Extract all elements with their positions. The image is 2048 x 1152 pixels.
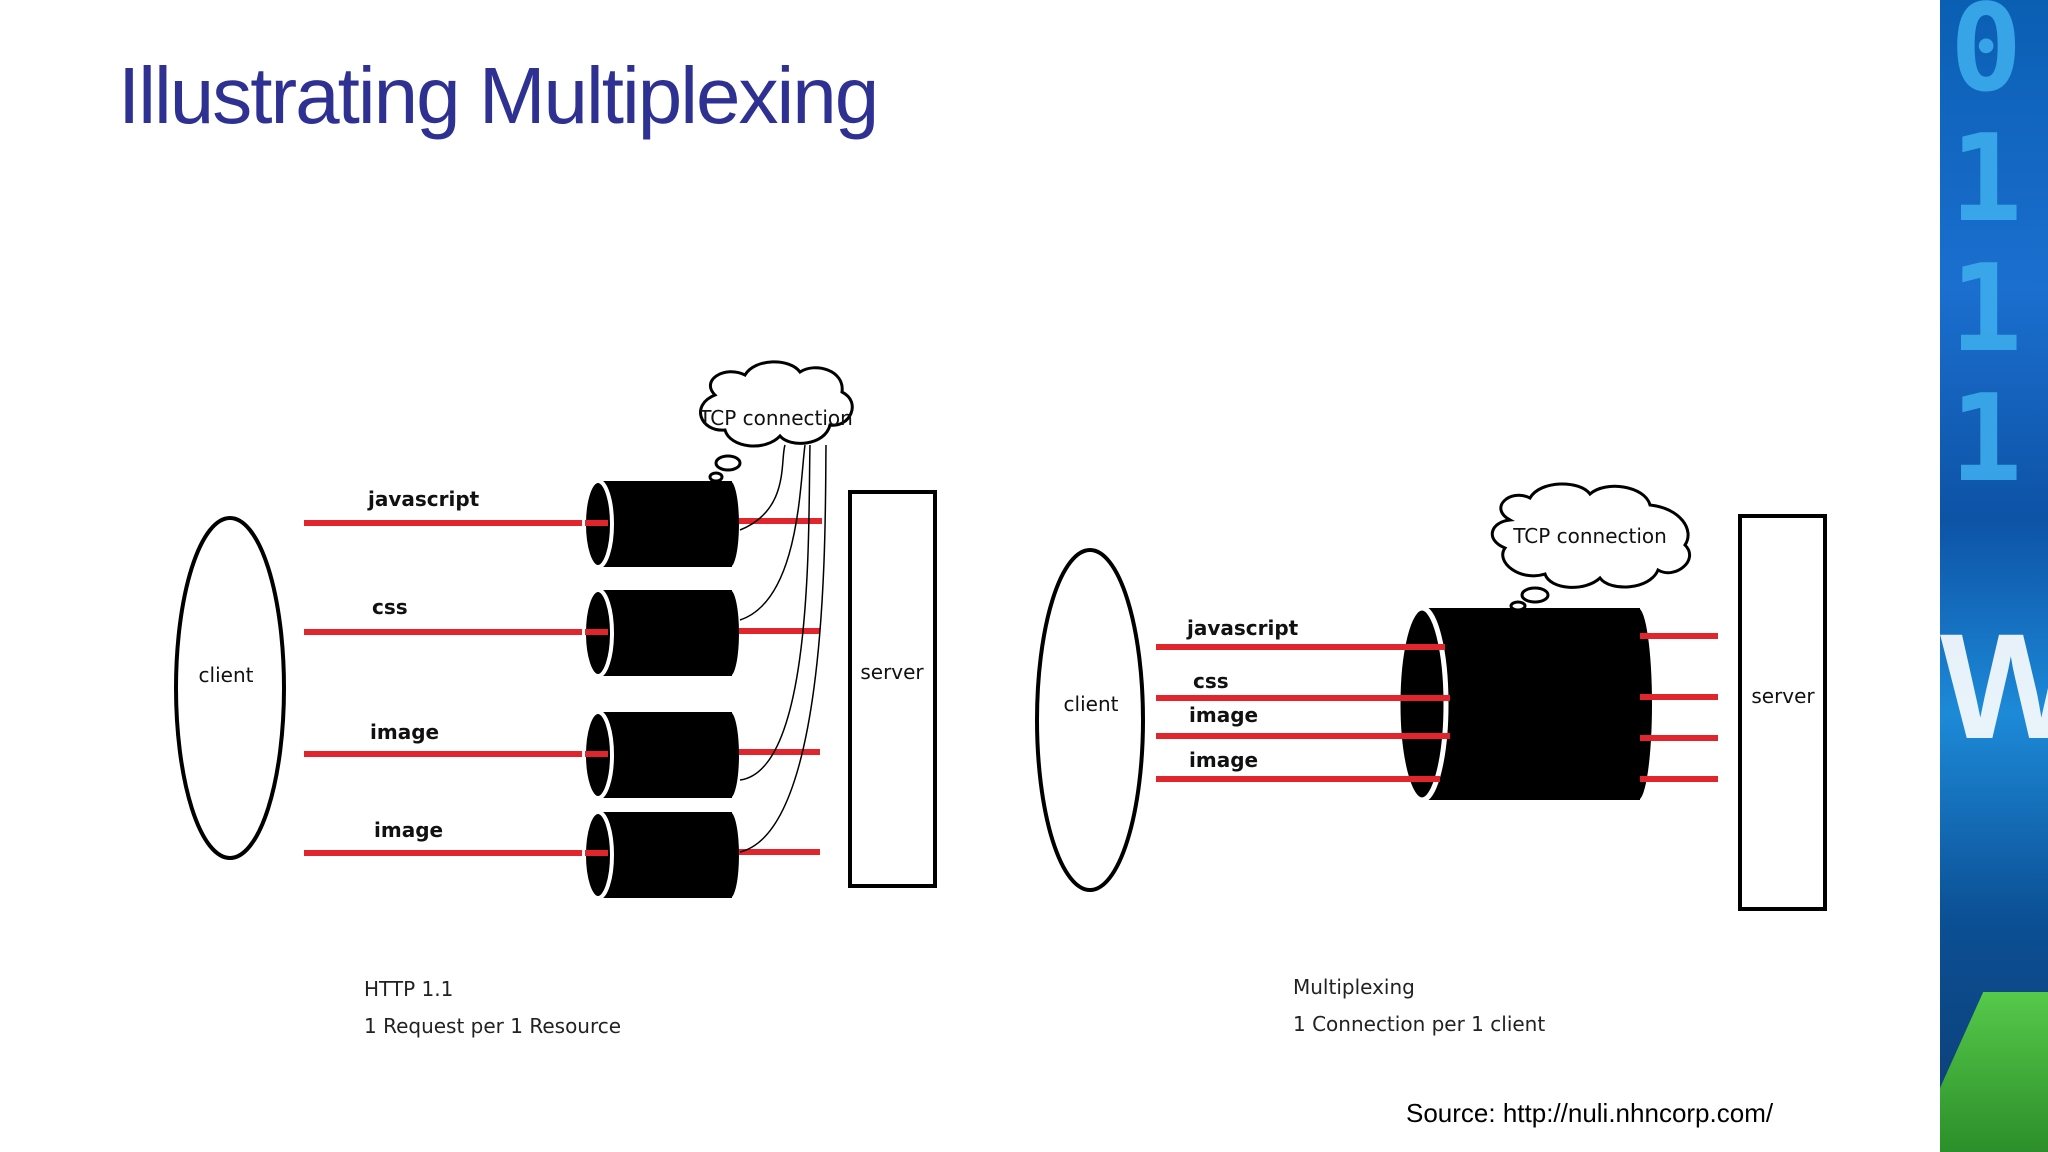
mux-caption-subtitle: 1 Connection per 1 client — [1293, 1012, 1545, 1036]
slide-title: Illustrating Multiplexing — [118, 51, 879, 140]
multiplexing-diagram: client server — [174, 360, 1827, 1038]
http11-tcp-cloud: TCP connection — [698, 360, 854, 483]
http11-stream-label: image — [374, 818, 443, 842]
decorative-binary-strip: 0 1 1 1 W — [1940, 0, 2048, 1152]
mux-client-label: client — [1064, 692, 1119, 716]
mux-stream-label: image — [1189, 703, 1258, 727]
mux-stream-label: javascript — [1186, 616, 1299, 640]
mux-server-box — [1738, 514, 1827, 911]
mux-stream-label: image — [1189, 748, 1258, 772]
http11-caption-subtitle: 1 Request per 1 Resource — [364, 1014, 621, 1038]
multiplexing-diagram-right: client server javascript css image image — [1035, 482, 1827, 1036]
http11-tcp-pipe — [582, 810, 739, 900]
mux-stream-lines — [1156, 633, 1718, 782]
decor-digit: 1 — [1950, 240, 2023, 379]
http11-stream-lines — [304, 518, 822, 856]
http11-diagram: client server — [174, 360, 937, 1038]
http11-cloud-connectors — [739, 444, 827, 853]
http11-server-box — [848, 490, 937, 888]
http11-server-label: server — [860, 660, 924, 684]
mux-tcp-pipe — [1395, 605, 1652, 803]
mux-server-label: server — [1751, 684, 1815, 708]
mux-stream-label: css — [1193, 669, 1229, 693]
http11-tcp-pipe — [582, 479, 739, 569]
decor-digit: 1 — [1950, 110, 2023, 249]
mux-client-ellipse — [1035, 548, 1145, 892]
decor-digit: 0 — [1950, 0, 2023, 119]
http11-inner-streams — [585, 520, 608, 856]
http11-cloud-label: TCP connection — [698, 406, 853, 430]
http11-stream-label: image — [370, 720, 439, 744]
http11-client-label: client — [199, 663, 254, 687]
http11-stream-label: css — [372, 595, 408, 619]
mux-caption-title: Multiplexing — [1293, 975, 1415, 999]
mux-cloud-label: TCP connection — [1512, 524, 1667, 548]
mux-tcp-cloud: TCP connection — [1491, 482, 1692, 612]
http11-caption-title: HTTP 1.1 — [364, 977, 453, 1001]
decor-laptop-image — [1940, 992, 2048, 1152]
source-citation: Source: http://nuli.nhncorp.com/ — [1406, 1098, 1774, 1128]
http11-client-ellipse — [174, 516, 286, 860]
http11-stream-label: javascript — [367, 487, 480, 511]
decor-w-glyph: W — [1940, 602, 2048, 770]
decor-digit: 1 — [1950, 370, 2023, 509]
